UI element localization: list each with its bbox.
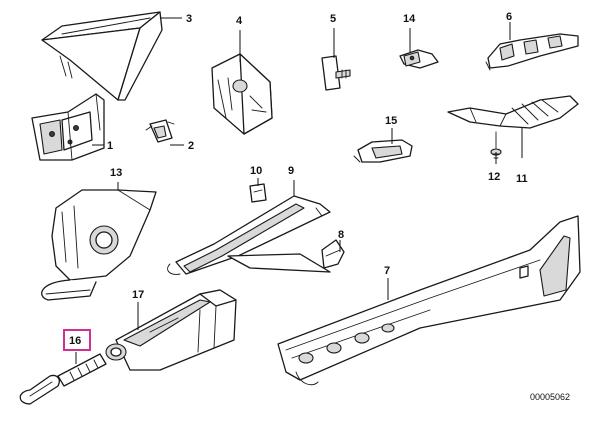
- part-11-shelf: [447, 95, 579, 129]
- part-10-tab: [249, 183, 267, 203]
- reference-number: 00005062: [530, 392, 570, 402]
- callout-labels: 3 4 5 14 6 1 2 15 11 12 13 9 10 8 7 17 1…: [63, 11, 528, 351]
- callout-9: 9: [288, 165, 294, 177]
- callout-6: 6: [506, 11, 512, 23]
- part-9-rail: [167, 195, 331, 275]
- part-8-bracket: [321, 239, 345, 269]
- callout-11: 11: [516, 173, 528, 185]
- part-5-nut-plate: [321, 55, 351, 91]
- callout-8: 8: [338, 229, 344, 241]
- callout-7: 7: [384, 265, 390, 277]
- callout-4: 4: [236, 15, 243, 27]
- part-13-side-panel: [41, 189, 157, 301]
- callout-16-highlight: [63, 329, 91, 351]
- part-16-towing-eye: [19, 353, 107, 405]
- part-17-box: [105, 289, 237, 371]
- leader-lines: [75, 17, 523, 364]
- callout-16: 16: [69, 335, 81, 347]
- part-1-bracket: [31, 93, 105, 161]
- callout-15: 15: [385, 115, 397, 127]
- callout-5: 5: [330, 13, 336, 25]
- part-3-bracket: [41, 11, 163, 101]
- callout-3: 3: [186, 13, 192, 25]
- part-14-clip: [399, 49, 439, 69]
- part-2-clip: [145, 119, 175, 143]
- part-7-sill: [277, 215, 581, 386]
- part-15-clip: [353, 139, 413, 163]
- part-4-angle-bracket: [211, 53, 273, 135]
- callout-17: 17: [132, 289, 144, 301]
- callout-10: 10: [250, 165, 262, 177]
- callout-1: 1: [107, 140, 113, 152]
- callout-13: 13: [110, 167, 122, 179]
- callout-2: 2: [188, 140, 194, 152]
- callout-14: 14: [403, 13, 416, 25]
- part-6-strip: [485, 33, 579, 71]
- callout-12: 12: [488, 171, 500, 183]
